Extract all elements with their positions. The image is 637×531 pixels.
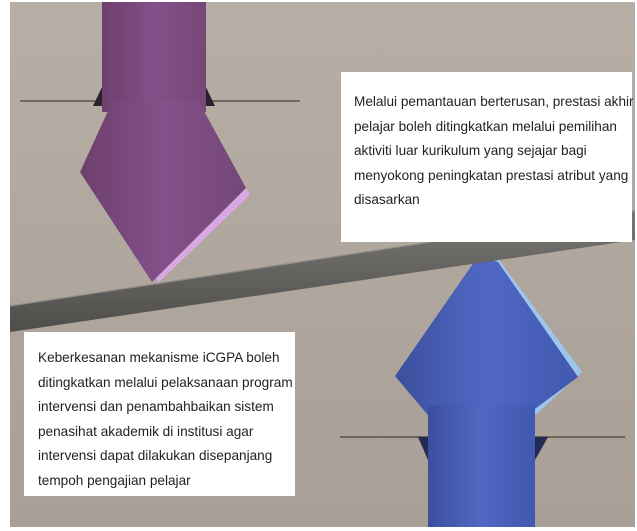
arrow-down-shaft — [102, 2, 206, 112]
text-box-bottom-line: intervensi dapat dilakukan disepanjang — [38, 448, 273, 463]
text-box-bottom-line: intervensi dan penambahbaikan sistem — [38, 399, 274, 414]
text-box-top: Melalui pemantauan berterusan, prestasi … — [341, 72, 634, 242]
text-box-bottom-line: tempoh pengajian pelajar — [38, 472, 191, 488]
text-box-bottom-line: ditingkatkan melalui pelaksanaan program — [38, 374, 293, 390]
text-box-top-line: disasarkan — [354, 192, 420, 207]
arrow-up-icon — [395, 252, 582, 527]
text-box-top-line: aktiviti luar kurikulum yang sejajar bag… — [354, 143, 587, 158]
arrow-up-head — [395, 255, 578, 420]
arrow-up-shaft — [428, 405, 535, 527]
arrow-down-head — [80, 100, 246, 282]
arrow-down-icon — [80, 2, 250, 283]
text-box-top-line: Melalui pemantauan berterusan, prestasi … — [354, 94, 634, 109]
text-box-bottom: Keberkesanan mekanisme iCGPA boleh ditin… — [24, 332, 295, 496]
text-box-top-line: pelajar boleh ditingkatkan melalui pemil… — [354, 118, 617, 134]
text-box-top-line: menyokong peningkatan prestasi atribut y… — [354, 167, 629, 183]
text-box-bottom-line: penasihat akademik di institusi agar — [38, 423, 254, 439]
text-box-bottom-line: Keberkesanan mekanisme iCGPA boleh — [38, 350, 280, 365]
arrow-up-shadow-right — [535, 437, 548, 460]
arrow-up-shadow-left — [418, 437, 428, 460]
